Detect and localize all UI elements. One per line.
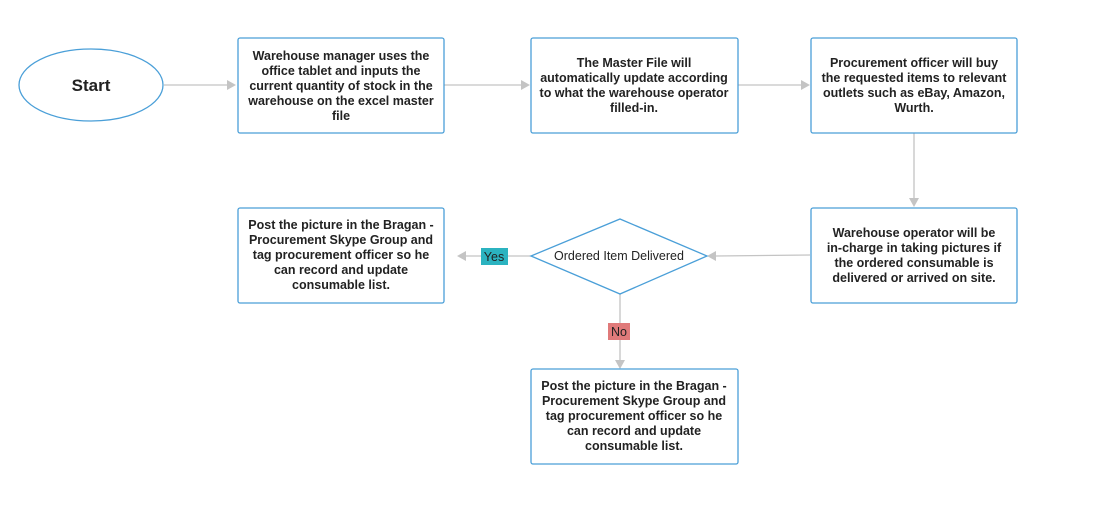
text-line: the ordered consumable is (834, 256, 993, 270)
text-line: Wurth. (894, 101, 933, 115)
text-line: consumable list. (292, 278, 390, 292)
text-line: can record and update (567, 424, 701, 438)
text-line: in-charge in taking pictures if (827, 241, 1002, 255)
arrowhead-decision (707, 251, 716, 261)
process-step-no-post-picture-text: Post the picture in the Bragan -Procurem… (541, 379, 726, 453)
text-line: file (332, 109, 350, 123)
no-badge: No (608, 323, 630, 340)
start-node[interactable]: Start (18, 48, 164, 122)
text-line: automatically update according (540, 71, 728, 85)
text-line: Procurement Skype Group and (542, 394, 726, 408)
process-step-no-post-picture[interactable]: Post the picture in the Bragan -Procurem… (530, 368, 739, 465)
no-label: No (611, 325, 627, 339)
text-line: to what the warehouse operator (540, 86, 729, 100)
text-line: Post the picture in the Bragan - (248, 218, 433, 232)
text-line: delivered or arrived on site. (832, 271, 995, 285)
arrowhead-step3 (801, 80, 810, 90)
text-line: Post the picture in the Bragan - (541, 379, 726, 393)
text-line: Warehouse operator will be (833, 226, 996, 240)
text-line: Procurement Skype Group and (249, 233, 433, 247)
text-line: tag procurement officer so he (253, 248, 429, 262)
text-line: Warehouse manager uses the (253, 49, 430, 63)
arrowhead-no-action (615, 360, 625, 369)
arrowhead-step4 (909, 198, 919, 207)
arrowhead-yes-action (457, 251, 466, 261)
yes-label: Yes (484, 250, 504, 264)
text-line: can record and update (274, 263, 408, 277)
text-line: office tablet and inputs the (261, 64, 420, 78)
arrowhead-step2 (521, 80, 530, 90)
text-line: current quantity of stock in the (249, 79, 432, 93)
yes-badge: Yes (481, 248, 508, 265)
text-line: consumable list. (585, 439, 683, 453)
edge-step4-to-decision (715, 254, 811, 257)
text-line: The Master File will (577, 56, 692, 70)
arrowhead-step1 (227, 80, 236, 90)
text-line: outlets such as eBay, Amazon, (823, 86, 1005, 100)
text-line: warehouse on the excel master (247, 94, 434, 108)
text-line: the requested items to relevant (822, 71, 1008, 85)
start-label: Start (72, 76, 111, 95)
process-step-yes-post-picture-text: Post the picture in the Bragan -Procurem… (248, 218, 433, 292)
text-line: filled-in. (610, 101, 658, 115)
process-step-yes-post-picture[interactable]: Post the picture in the Bragan -Procurem… (237, 207, 445, 304)
text-line: tag procurement officer so he (546, 409, 722, 423)
decision-label: Ordered Item Delivered (554, 249, 684, 263)
decision-ordered-item-delivered[interactable]: Ordered Item Delivered (529, 218, 709, 295)
text-line: Procurement officer will buy (830, 56, 998, 70)
